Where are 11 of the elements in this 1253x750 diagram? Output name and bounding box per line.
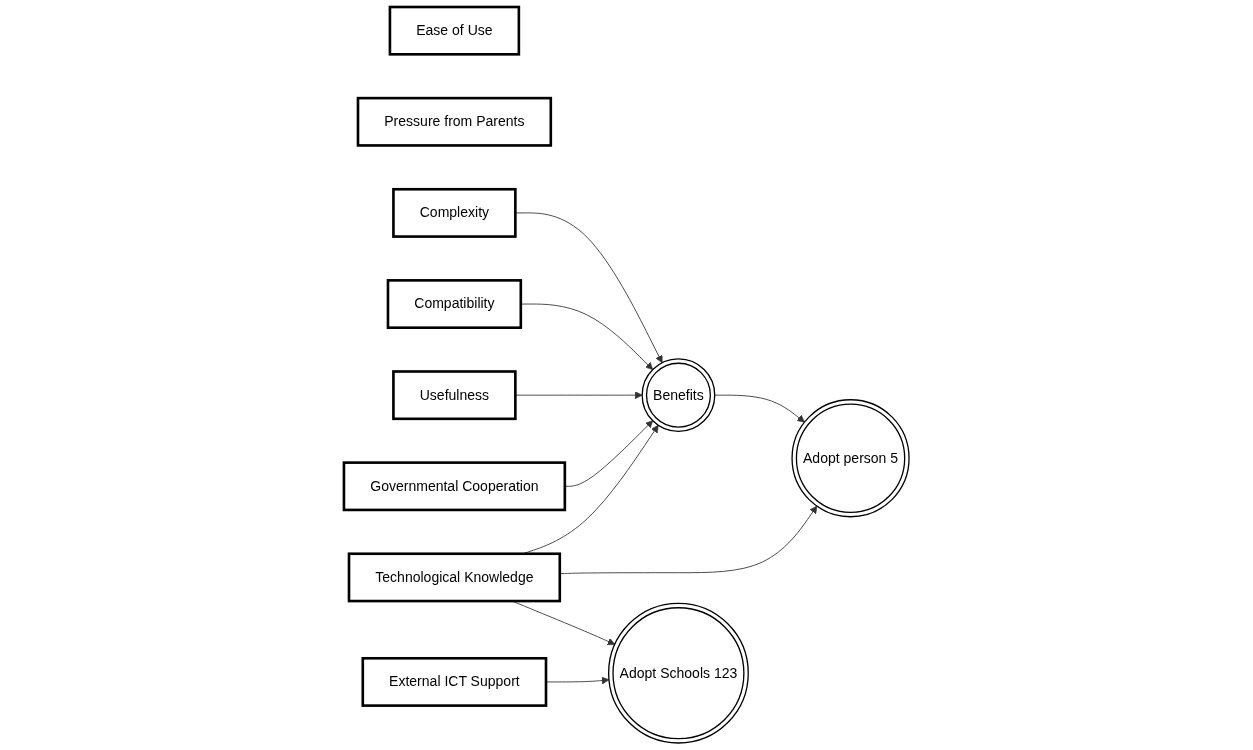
node-box: Complexity [392, 187, 517, 238]
node-box: Governmental Cooperation [342, 461, 567, 512]
node-box: Technological Knowledge [347, 552, 562, 603]
node-box: External ICT Support [361, 657, 548, 707]
node-circle: Benefits [641, 358, 716, 433]
node-box: Ease of Use [388, 5, 521, 56]
node-circle: Adopt Schools 123 [608, 602, 749, 744]
node-box: Compatibility [386, 279, 523, 329]
node-box: Usefulness [392, 370, 517, 421]
node-box: Pressure from Parents [356, 96, 553, 147]
node-circle: Adopt person 5 [791, 399, 910, 518]
